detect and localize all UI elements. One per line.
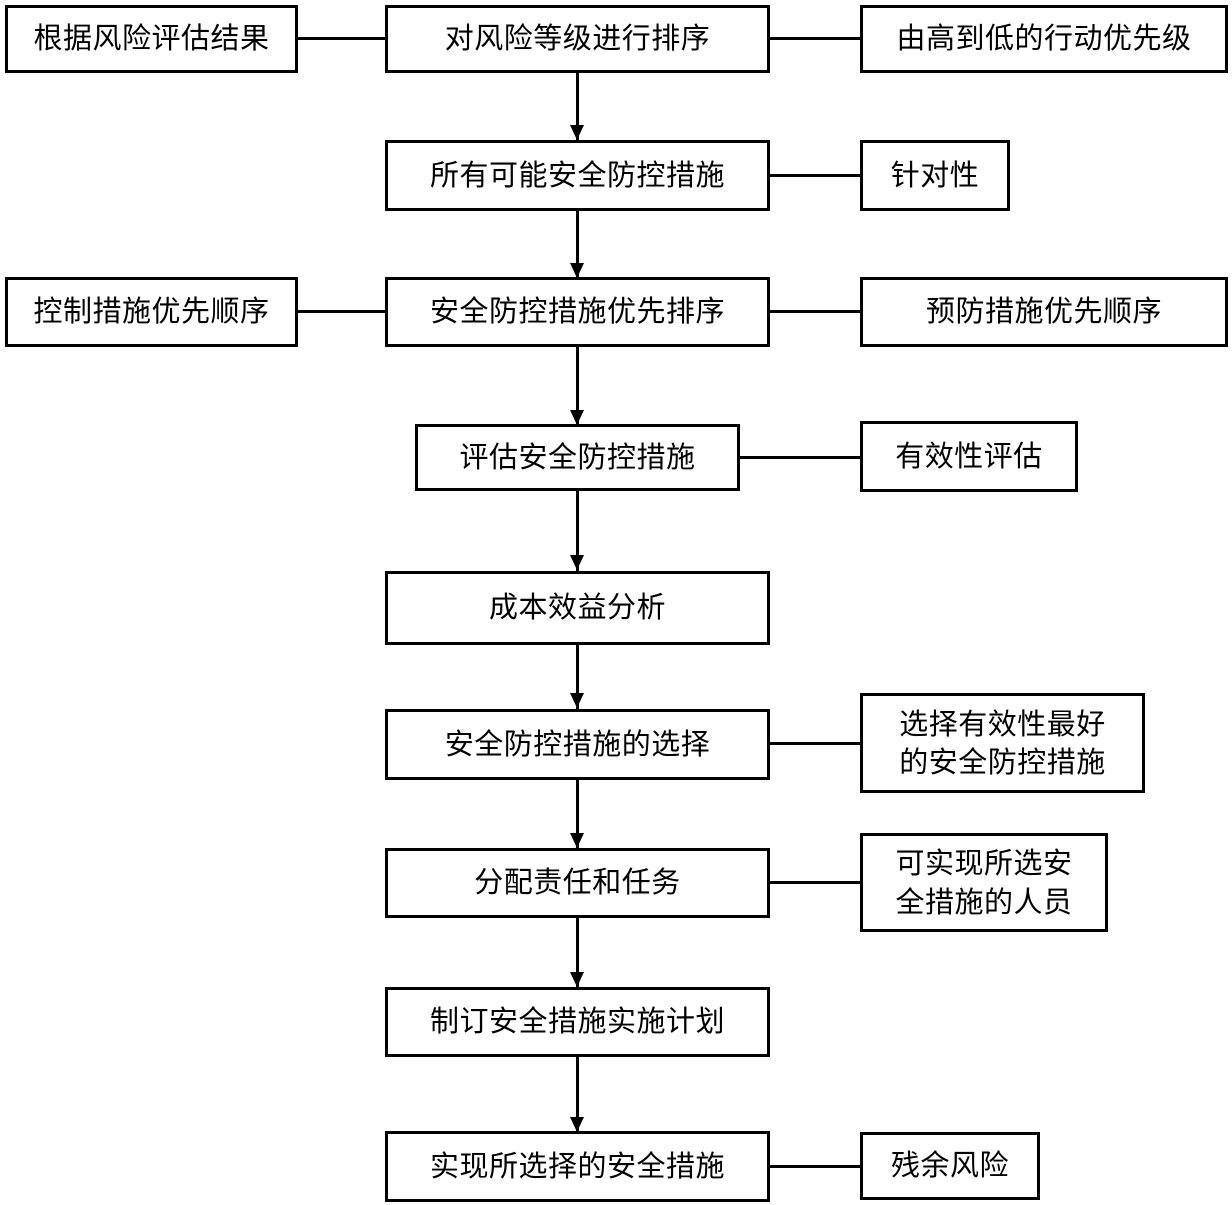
connector-main3-to-right3 xyxy=(768,310,862,313)
connector-left3-to-main3 xyxy=(296,310,387,313)
arrowhead-main2-to-main3 xyxy=(570,263,584,278)
node-left-risk-assessment-result[interactable]: 根据风险评估结果 xyxy=(5,5,298,73)
connector-main2-to-main3 xyxy=(576,210,579,278)
connector-main7-to-main8 xyxy=(576,918,579,988)
connector-main2-to-right2 xyxy=(768,174,862,177)
connector-main1-to-right1 xyxy=(768,37,862,40)
arrowhead-main4-to-main5 xyxy=(570,555,584,570)
arrowhead-main6-to-main7 xyxy=(570,833,584,848)
node-right-targeted[interactable]: 针对性 xyxy=(860,140,1010,211)
connector-main7-to-right7 xyxy=(768,881,862,884)
node-right-residual-risk[interactable]: 残余风险 xyxy=(860,1132,1040,1200)
connector-main4-to-main5 xyxy=(576,491,579,571)
node-main-assign-responsibilities-tasks[interactable]: 分配责任和任务 xyxy=(385,848,770,918)
arrowhead-main1-to-main2 xyxy=(570,125,584,140)
arrowhead-main5-to-main6 xyxy=(570,693,584,708)
node-main-prioritize-safety-measures[interactable]: 安全防控措施优先排序 xyxy=(385,277,770,347)
connector-main8-to-main9 xyxy=(576,1057,579,1133)
connector-main5-to-main6 xyxy=(576,645,579,709)
node-main-cost-benefit-analysis[interactable]: 成本效益分析 xyxy=(385,571,770,645)
connector-main3-to-main4 xyxy=(576,347,579,426)
arrowhead-main7-to-main8 xyxy=(570,972,584,987)
arrowhead-main8-to-main9 xyxy=(570,1117,584,1132)
node-right-effectiveness-evaluation[interactable]: 有效性评估 xyxy=(860,421,1078,492)
connector-left1-to-main1 xyxy=(296,37,387,40)
connector-main4-to-right4 xyxy=(738,456,862,459)
connector-main1-to-main2 xyxy=(576,72,579,140)
connector-main6-to-main7 xyxy=(576,780,579,850)
node-left-control-measure-priority[interactable]: 控制措施优先顺序 xyxy=(5,277,298,347)
node-main-create-implementation-plan[interactable]: 制订安全措施实施计划 xyxy=(385,987,770,1057)
node-right-personnel-for-selected-measures[interactable]: 可实现所选安 全措施的人员 xyxy=(860,833,1108,932)
node-right-action-priority-high-to-low[interactable]: 由高到低的行动优先级 xyxy=(860,5,1228,73)
node-right-select-most-effective-measures[interactable]: 选择有效性最好 的安全防控措施 xyxy=(860,693,1145,793)
node-main-all-possible-safety-measures[interactable]: 所有可能安全防控措施 xyxy=(385,140,770,211)
node-main-rank-risk-levels[interactable]: 对风险等级进行排序 xyxy=(385,5,770,73)
node-main-implement-selected-measures[interactable]: 实现所选择的安全措施 xyxy=(385,1131,770,1202)
node-main-select-safety-measures[interactable]: 安全防控措施的选择 xyxy=(385,709,770,780)
arrowhead-main3-to-main4 xyxy=(570,410,584,425)
node-right-prevention-measure-priority[interactable]: 预防措施优先顺序 xyxy=(860,277,1228,347)
connector-main9-to-right9 xyxy=(768,1165,862,1168)
node-main-evaluate-safety-measures[interactable]: 评估安全防控措施 xyxy=(415,424,740,491)
connector-main6-to-right6 xyxy=(768,742,862,745)
